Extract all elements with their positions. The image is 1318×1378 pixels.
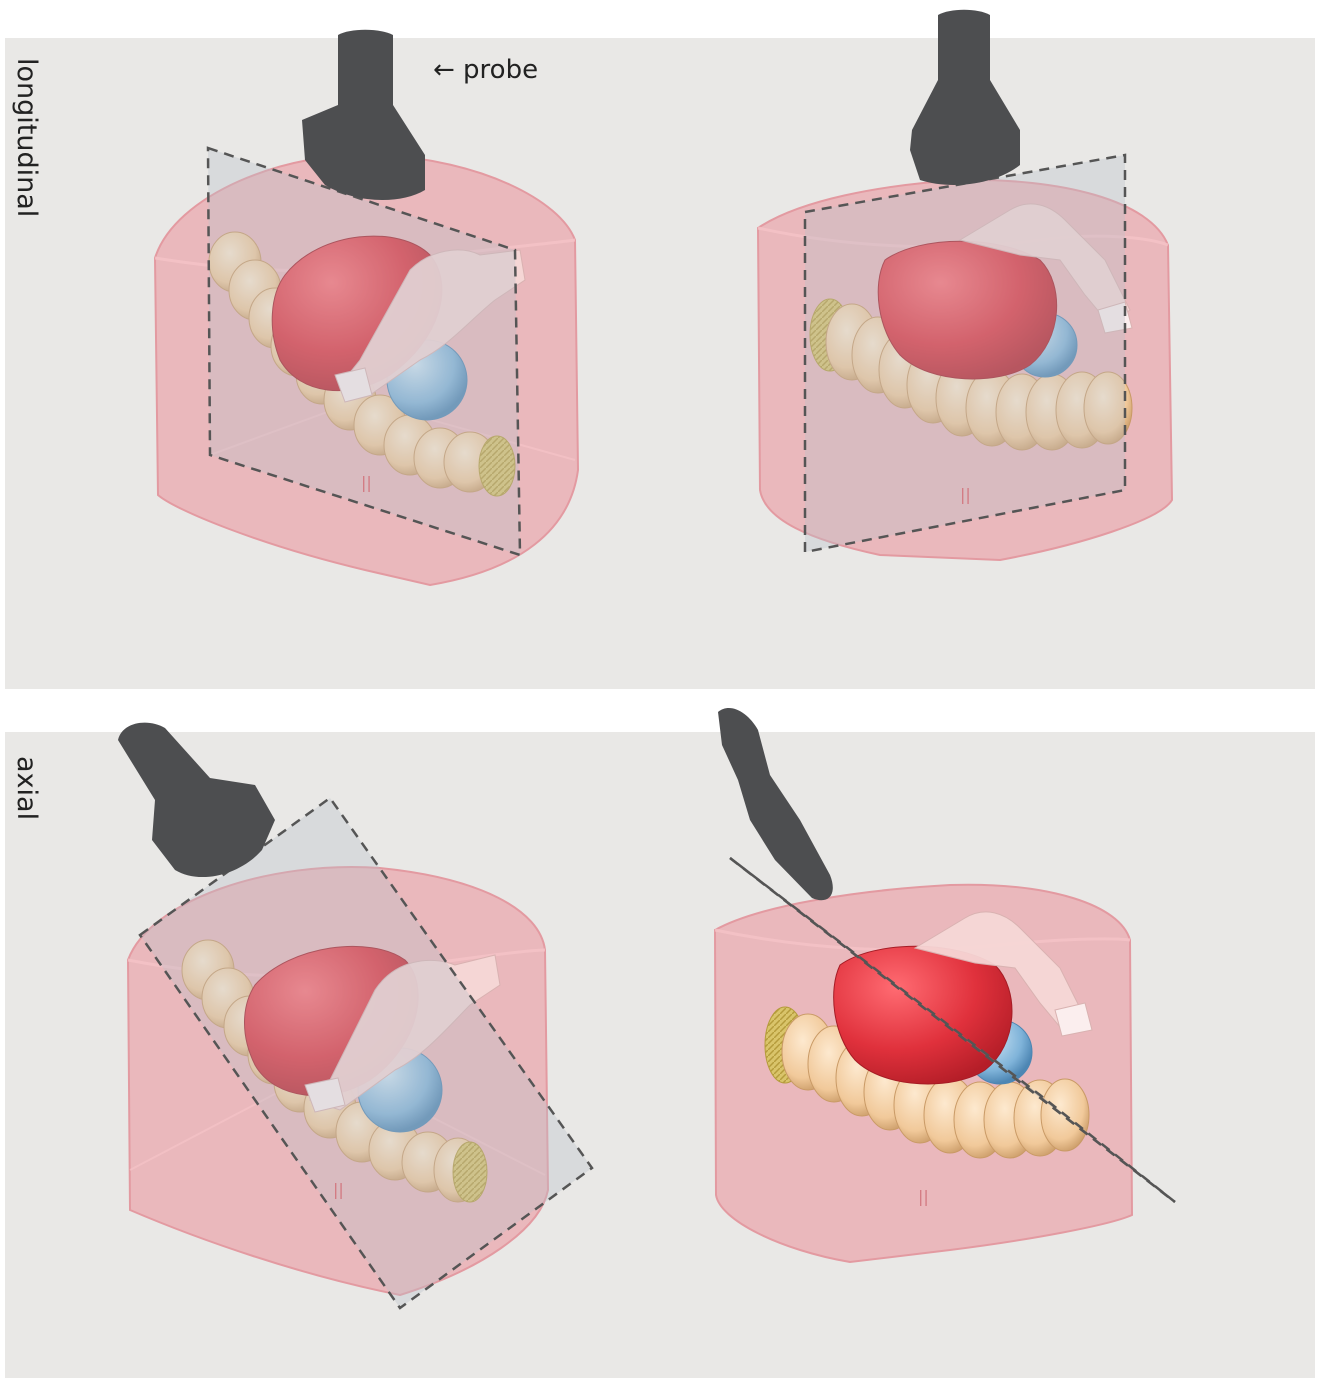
scene-axial-left: ||: [118, 723, 592, 1308]
ultrasound-probe-icon: [718, 708, 833, 900]
center-mark: ||: [361, 473, 372, 492]
scene-axial-right: ||: [715, 708, 1175, 1262]
center-mark: ||: [333, 1180, 344, 1199]
ultrasound-probe-icon: [302, 30, 425, 200]
red-organ: [834, 946, 1012, 1084]
scene-longitudinal-left: ||: [155, 30, 578, 585]
ultrasound-probe-icon: [118, 723, 275, 877]
center-mark: ||: [918, 1187, 929, 1206]
scene-longitudinal-right: ||: [758, 10, 1172, 560]
center-mark: ||: [960, 485, 971, 504]
ultrasound-probe-icon: [910, 10, 1020, 185]
